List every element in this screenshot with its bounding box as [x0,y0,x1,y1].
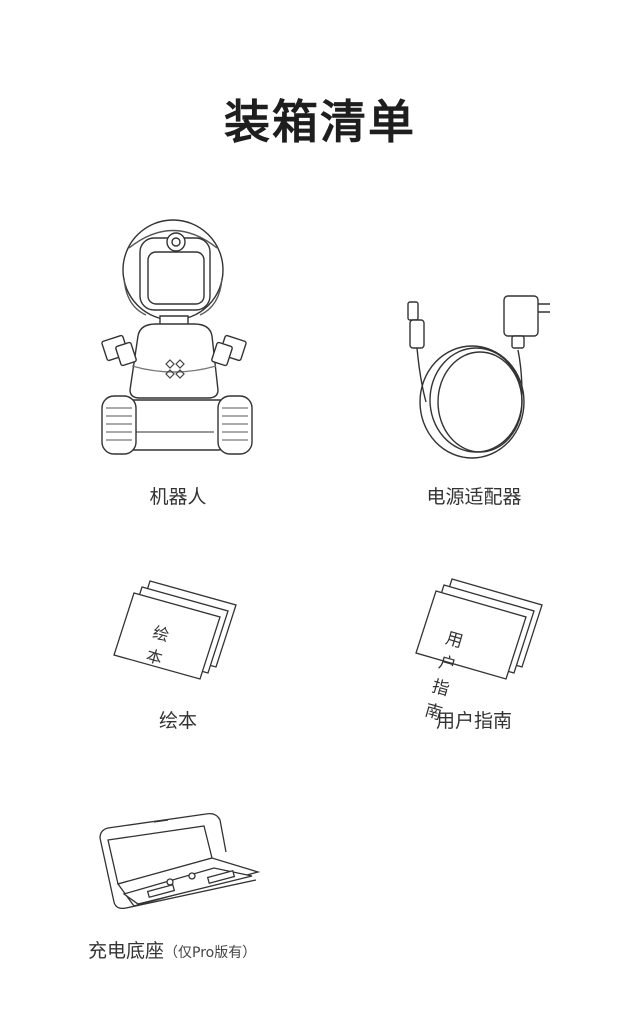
item-label: 电源适配器 [426,486,522,508]
item-label: 充电底座（仅Pro版有） [88,936,256,963]
item-label: 用户指南 [435,710,512,732]
item-label-note: （仅Pro版有） [164,945,257,961]
charging-dock-icon [94,810,264,914]
item-label: 机器人 [149,486,207,508]
robot-icon [96,218,256,458]
picture-book-icon [110,575,250,685]
page-title: 装箱清单 [224,95,416,149]
item-label: 绘本 [158,710,197,732]
power-adapter-icon [400,290,560,460]
item-label-main: 充电底座 [88,940,165,962]
user-guide-icon [410,575,550,685]
